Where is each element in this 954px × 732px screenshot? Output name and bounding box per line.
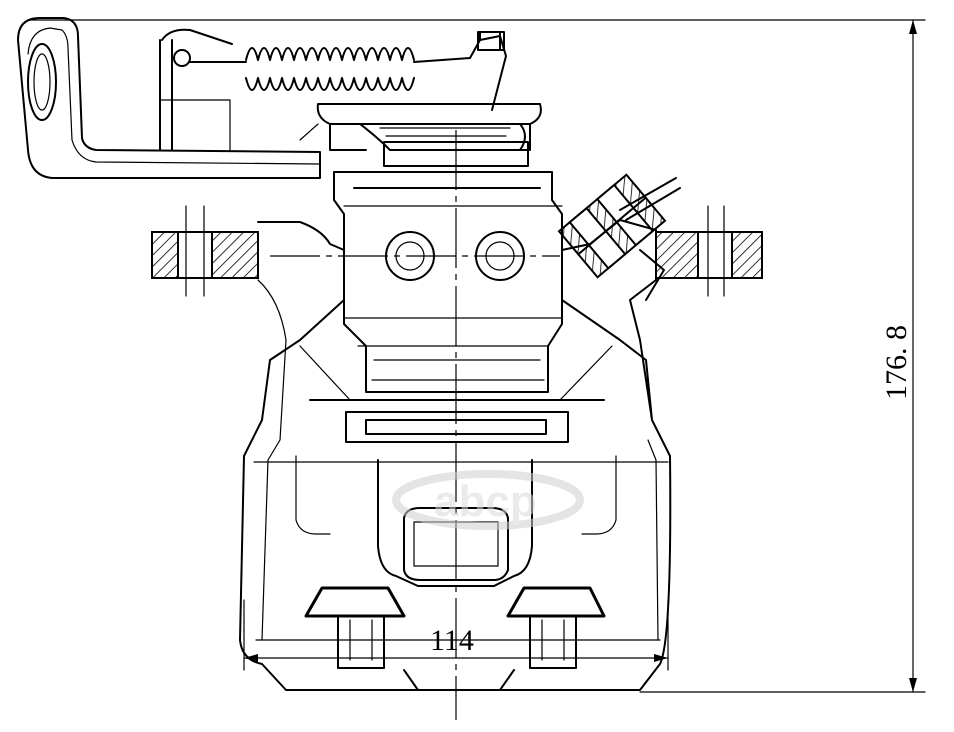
lower-pad-guides [304, 586, 606, 691]
parking-brake-lever [17, 17, 321, 179]
actuator-cover [299, 103, 542, 167]
watermark-text: abcp [434, 477, 537, 526]
caliper-body [239, 219, 672, 691]
watermark: abcp [392, 470, 584, 530]
right-mounting-flange [655, 205, 763, 297]
height-dimension-label: 176. 8 [880, 325, 913, 400]
height-dimension: 176. 8 [27, 19, 926, 693]
center-line [270, 130, 560, 720]
piston-housing [333, 171, 563, 393]
return-spring [189, 31, 507, 111]
left-mounting-flange [151, 205, 259, 297]
